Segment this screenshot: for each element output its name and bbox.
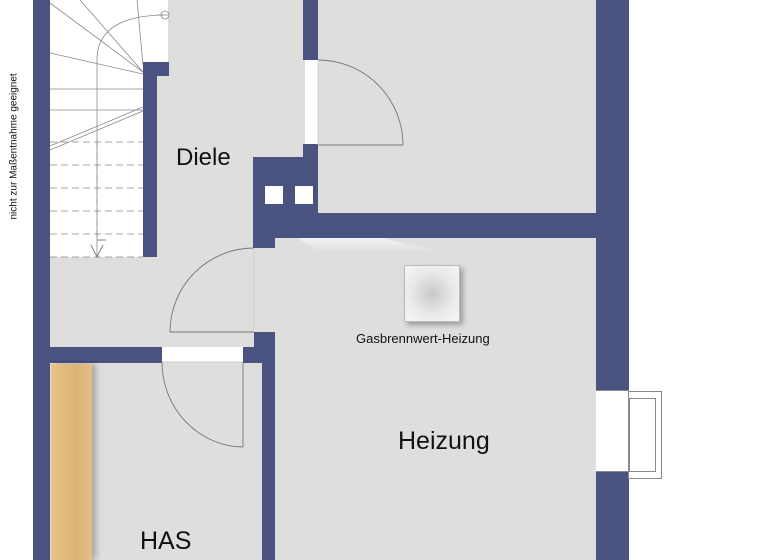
room-label-has: HAS: [140, 527, 192, 555]
window-right: [596, 390, 629, 472]
wood-panel: [51, 364, 92, 560]
wall-right-outer-lower: [596, 472, 629, 560]
room-label-diele: Diele: [176, 144, 231, 171]
wall-left-outer: [33, 0, 50, 560]
floor-top-room: [318, 0, 596, 213]
wall-has-top: [50, 347, 162, 363]
wall-chimney-top: [303, 144, 318, 164]
wall-has-right: [262, 332, 275, 560]
wall-top-room-left: [303, 0, 318, 60]
room-label-heizung: Heizung: [398, 427, 490, 455]
wall-heizung-top: [275, 213, 621, 238]
chimney-flue-1: [265, 186, 283, 204]
wall-stair-inner: [143, 62, 157, 257]
boiler-icon: [404, 265, 460, 322]
disclaimer-text: nicht zur Maßentnahme geeignet: [8, 73, 20, 220]
wall-chimney-bottom: [253, 210, 275, 248]
window-sill-inner: [629, 398, 656, 472]
wall-stair-cap: [143, 62, 169, 76]
chimney-flue-2: [295, 186, 313, 204]
wall-right-outer: [596, 0, 629, 390]
boiler-label: Gasbrennwert-Heizung: [356, 331, 490, 346]
window-sill: [628, 391, 662, 479]
